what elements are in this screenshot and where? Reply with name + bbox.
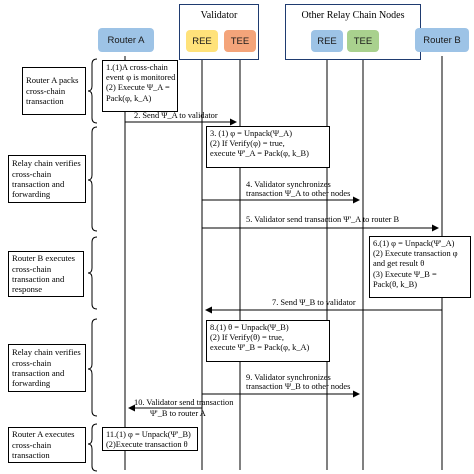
message-9-label-line2: transaction Ψ_B to other nodes bbox=[246, 382, 351, 391]
message-7-label: 7. Send Ψ_B to validator bbox=[272, 298, 356, 307]
phase-label-4: Relay chain verifies cross-chain transac… bbox=[8, 344, 86, 392]
arrow-step-4 bbox=[201, 194, 360, 204]
message-4-label-line2: transaction Ψ_A to other nodes bbox=[246, 189, 351, 198]
message-9-label-line1: 9. Validator synchronizes bbox=[246, 373, 331, 382]
participant-ree-other: REE bbox=[311, 30, 343, 52]
participant-router-b: Router B bbox=[415, 28, 469, 52]
message-10-label-line2: Ψ'_B to router A bbox=[150, 409, 206, 418]
other-nodes-group-title: Other Relay Chain Nodes bbox=[301, 10, 405, 21]
phase-brace-3 bbox=[87, 236, 98, 310]
step-11-box: 11.(1) φ = Unpack(Ψ'_B)(2)Execute transa… bbox=[102, 427, 198, 451]
phase-brace-1 bbox=[87, 58, 98, 124]
step-8-box: 8.(1) θ = Unpack(Ψ_B)(2) If Verify(θ) = … bbox=[206, 320, 330, 362]
participant-ree-validator: REE bbox=[186, 30, 218, 52]
participant-tee-validator: TEE bbox=[224, 30, 256, 52]
participant-router-a: Router A bbox=[98, 28, 154, 52]
step-6-box: 6.(1) φ = Unpack(Ψ'_A)(2) Execute transa… bbox=[369, 236, 471, 298]
phase-label-3: Router B executes cross-chain transactio… bbox=[8, 251, 84, 297]
phase-brace-2 bbox=[87, 126, 98, 232]
message-5-label: 5. Validator send transaction Ψ'_A to ro… bbox=[246, 215, 400, 224]
participant-tee-other: TEE bbox=[347, 30, 379, 52]
message-4-label-line1: 4. Validator synchronizes bbox=[246, 180, 331, 189]
phase-brace-4 bbox=[87, 318, 98, 417]
phase-label-2: Relay chain verifies cross-chain transac… bbox=[8, 155, 86, 203]
arrow-step-5 bbox=[201, 222, 439, 232]
phase-label-5: Router A executes cross-chain transactio… bbox=[8, 427, 86, 463]
message-2-label: 2. Send Ψ_A to validator bbox=[134, 111, 218, 120]
step-3-box: 3. (1) φ = Unpack(Ψ_A)(2) If Verify(φ) =… bbox=[206, 126, 330, 168]
validator-group-title: Validator bbox=[200, 10, 238, 21]
arrow-step-9 bbox=[201, 388, 360, 398]
phase-label-1: Router A packs cross-chain transaction bbox=[22, 67, 86, 115]
phase-brace-5 bbox=[87, 423, 98, 472]
message-10-label-line1: 10. Validator send transaction bbox=[134, 398, 234, 407]
